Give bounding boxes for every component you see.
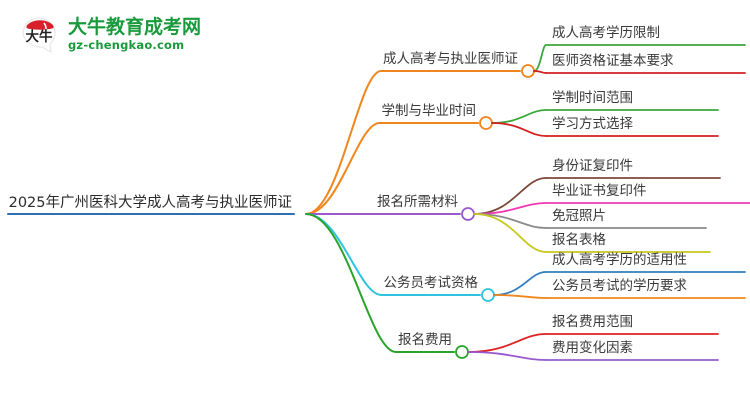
leaf-node-label-5-1[interactable]: 报名费用范围 — [552, 314, 633, 330]
logo-domain: gz-chengkao.com — [68, 38, 185, 53]
leaf-node-label-4-2[interactable]: 公务员考试的学历要求 — [552, 278, 687, 294]
branch-node-label-2[interactable]: 学制与毕业时间 — [381, 103, 477, 119]
site-logo: 大牛 大牛教育成考网 gz-chengkao.com — [20, 10, 220, 60]
leaf-node-label-2-1[interactable]: 学制时间范围 — [552, 90, 633, 106]
logo-badge-icon: 大牛 — [20, 14, 62, 56]
leaf-node-label-3-2[interactable]: 毕业证书复印件 — [552, 183, 647, 199]
branch-node-label-3[interactable]: 报名所需材料 — [377, 194, 458, 210]
branch-node-label-4[interactable]: 公务员考试资格 — [383, 275, 479, 291]
logo-site-name: 大牛教育成考网 — [68, 16, 202, 39]
leaf-node-label-3-1[interactable]: 身份证复印件 — [552, 158, 633, 174]
leaf-node-label-4-1[interactable]: 成人高考学历的适用性 — [552, 252, 687, 268]
branch-node-label-5[interactable]: 报名费用 — [398, 332, 452, 348]
leaf-node-label-3-3[interactable]: 免冠照片 — [552, 208, 606, 224]
leaf-node-label-1-2[interactable]: 医师资格证基本要求 — [552, 53, 674, 69]
leaf-node-label-3-4[interactable]: 报名表格 — [552, 232, 606, 248]
leaf-node-label-5-2[interactable]: 费用变化因素 — [552, 340, 633, 356]
svg-text:大牛: 大牛 — [26, 28, 53, 45]
root-node-label[interactable]: 2025年广州医科大学成人高考与执业医师证 — [8, 195, 292, 211]
branch-node-label-1[interactable]: 成人高考与执业医师证 — [383, 51, 518, 67]
leaf-node-label-2-2[interactable]: 学习方式选择 — [552, 116, 633, 132]
leaf-node-label-1-1[interactable]: 成人高考学历限制 — [552, 25, 660, 41]
